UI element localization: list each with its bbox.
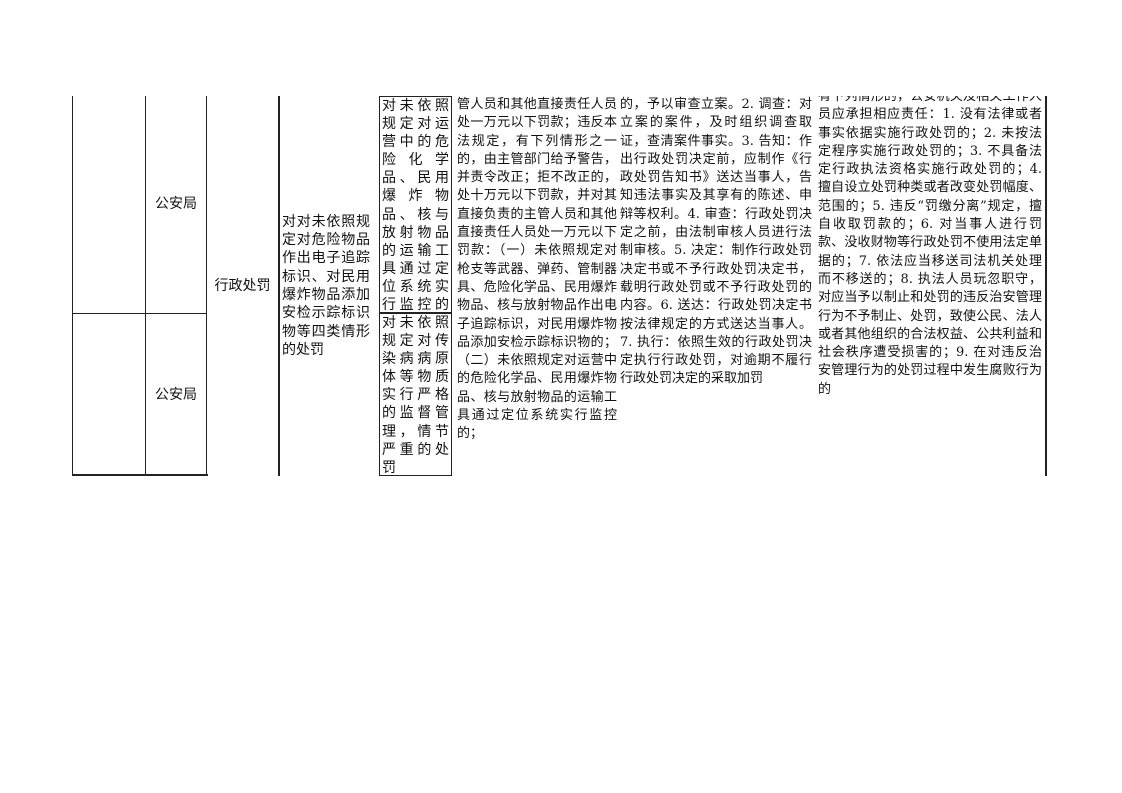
category-cell: 行政处罚 <box>207 96 278 476</box>
item-title-text: 对对未依照规定对危险物品作出电子追踪标识、对民用爆炸物品添加安检示踪标识物等四类… <box>282 213 370 358</box>
grid-line <box>72 313 206 314</box>
dept-cell-bottom: 公安局 <box>146 314 206 476</box>
legal-basis-cell: 管人员和其他直接责任人员处一万元以下罚款；违反本法规定，有下列情形之一的，由主管… <box>457 96 617 476</box>
dept-cell-top: 公安局 <box>146 96 206 313</box>
table-fragment: 公安局 公安局 行政处罚 对对未依照规定对危险物品作出电子追踪标识、对民用爆炸物… <box>72 96 1047 476</box>
grid-line <box>206 96 207 476</box>
grid-line <box>72 474 208 476</box>
dept-name: 公安局 <box>155 196 197 213</box>
sub-item-text: 对未依照规定对传染病病原体等物质实行严格的监督管理，情节严重的处罚 <box>382 315 449 476</box>
item-title-cell: 对对未依照规定对危险物品作出电子追踪标识、对民用爆炸物品添加安检示踪标识物等四类… <box>280 96 372 476</box>
process-text: 的，予以审查立案。2. 调查：对立案的案件，及时组织调查取证，查清案件事实。3.… <box>620 97 812 387</box>
liability-text: 有下列情形的，公安机关及相关工作人员应承担相应责任：1. 没有法律或者事实依据实… <box>818 96 1042 397</box>
liability-cell: 有下列情形的，公安机关及相关工作人员应承担相应责任：1. 没有法律或者事实依据实… <box>818 96 1042 476</box>
grid-line <box>278 96 280 476</box>
sub-item-cell-1: 对未依照规定对运营中的危险化学品、民用爆炸物品、核与放射物品的运输工具通过定位系… <box>379 96 452 313</box>
category-text: 行政处罚 <box>214 277 271 294</box>
grid-line <box>1045 96 1047 476</box>
legal-basis-text: 管人员和其他直接责任人员处一万元以下罚款；违反本法规定，有下列情形之一的，由主管… <box>457 97 617 442</box>
grid-line <box>72 96 73 476</box>
process-cell: 的，予以审查立案。2. 调查：对立案的案件，及时组织调查取证，查清案件事实。3.… <box>620 96 812 476</box>
sub-item-cell-2: 对未依照规定对传染病病原体等物质实行严格的监督管理，情节严重的处罚 <box>379 313 452 476</box>
dept-name: 公安局 <box>155 386 197 403</box>
sub-item-text: 对未依照规定对运营中的危险化学品、民用爆炸物品、核与放射物品的运输工具通过定位系… <box>382 98 449 313</box>
grid-line <box>145 96 146 476</box>
